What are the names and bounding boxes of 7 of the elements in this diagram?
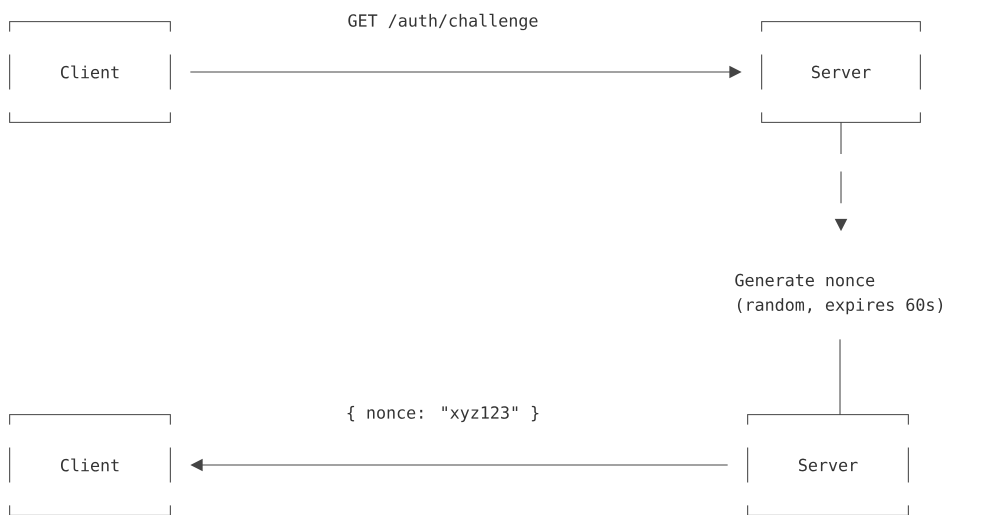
process-box: Server [761, 21, 921, 123]
edge-label: { nonce: "xyz123" } [344, 404, 542, 424]
process-box: Client [9, 21, 171, 123]
edge-label: GET /auth/challenge [346, 12, 540, 32]
process-box: Client [9, 414, 171, 515]
process-box: Server [747, 414, 909, 515]
step-text: Generate nonce (random, expires 60s) [735, 274, 942, 314]
